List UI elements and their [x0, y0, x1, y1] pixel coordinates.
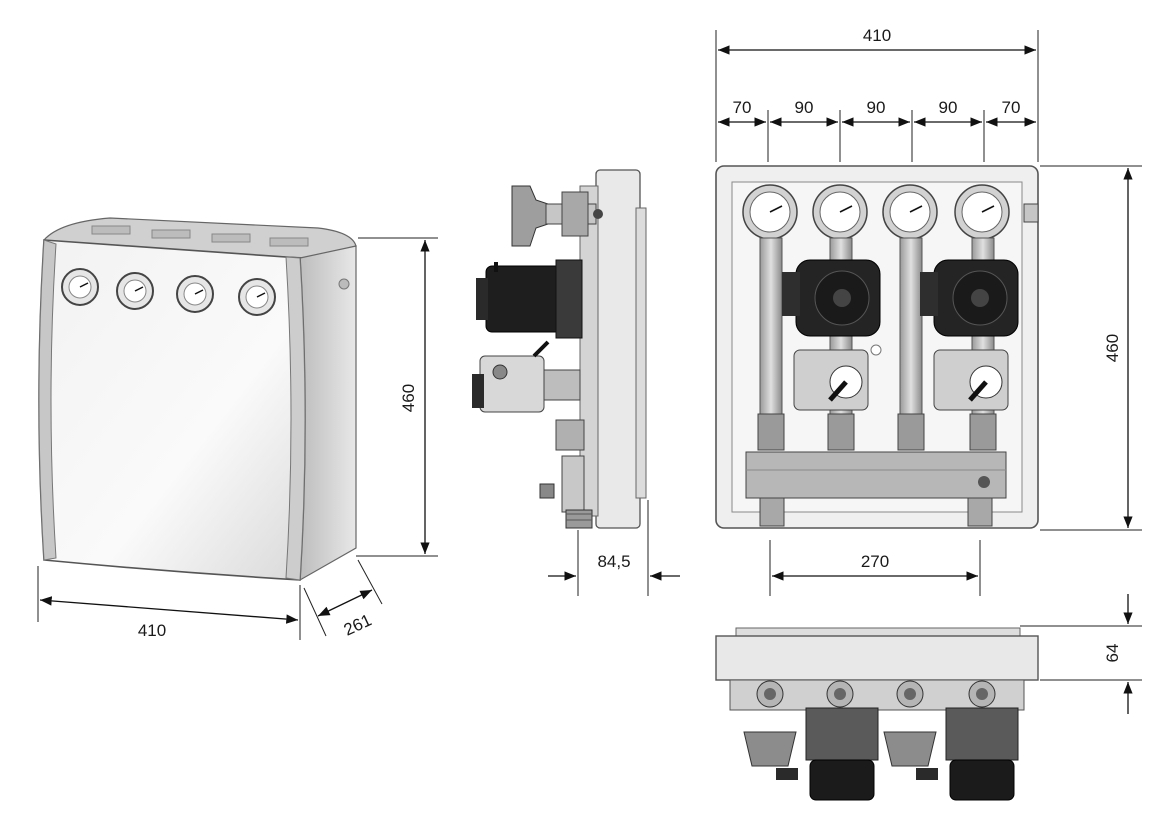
- valve-actuators: [793, 344, 1009, 411]
- side-view: 84,5: [472, 169, 680, 596]
- spacing-label-2: 90: [795, 98, 814, 117]
- cover-gauge-windows: [61, 268, 276, 316]
- cover-width-label: 410: [138, 621, 166, 640]
- spacing-label-5: 70: [1002, 98, 1021, 117]
- front-total-width-label: 410: [863, 26, 891, 45]
- pipe-spacing-label: 270: [861, 552, 889, 571]
- cover-depth-label: 261: [341, 610, 375, 639]
- front-view: 410 70 90 90 90 70 460 270: [715, 26, 1142, 596]
- thermometer-gauges: [742, 184, 1010, 240]
- circulation-pumps: [782, 259, 1019, 337]
- cover-perspective-view: 460 410 261: [37, 217, 438, 640]
- spacing-label-4: 90: [939, 98, 958, 117]
- side-depth-label: 84,5: [597, 552, 630, 571]
- spacing-label-3: 90: [867, 98, 886, 117]
- bottom-view: 64: [715, 594, 1142, 801]
- bottom-depth-label: 64: [1103, 644, 1122, 663]
- spacing-label-1: 70: [733, 98, 752, 117]
- cover-height-label: 460: [399, 384, 418, 412]
- front-height-label: 460: [1103, 334, 1122, 362]
